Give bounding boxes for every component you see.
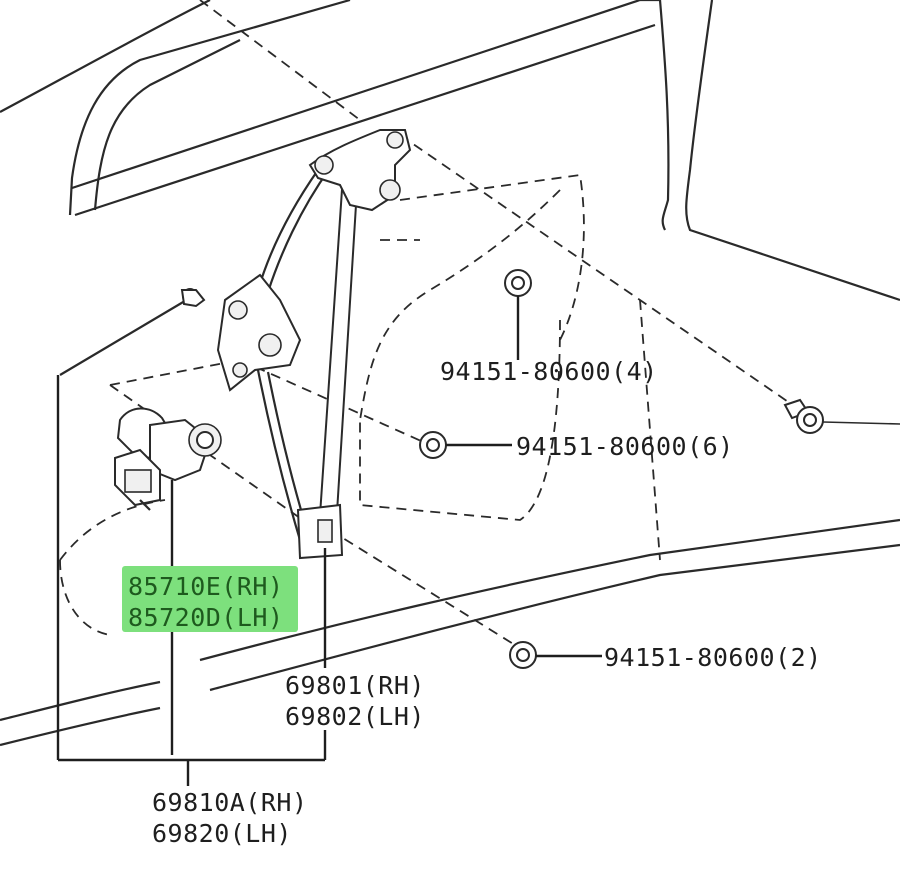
label-assembly-rh: 69810A(RH) xyxy=(152,788,308,817)
window-motor xyxy=(114,407,222,511)
door-panel-outline xyxy=(0,0,900,747)
bolt-mid xyxy=(419,431,512,459)
label-bolt-top: 94151-80600(4) xyxy=(440,357,658,386)
window-regulator xyxy=(216,129,412,560)
label-regulator-lh: 69802(LH) xyxy=(285,702,425,731)
label-bolt-bottom: 94151-80600(2) xyxy=(604,643,822,672)
label-motor-rh: 85710E(RH) xyxy=(128,572,284,601)
bolt-top xyxy=(504,269,532,360)
label-regulator-rh: 69801(RH) xyxy=(285,671,425,700)
bolt-right xyxy=(783,398,900,434)
motor-label-highlight xyxy=(122,566,298,632)
label-assembly-lh: 69820(LH) xyxy=(152,819,292,848)
dashed-guides xyxy=(59,0,801,646)
clip-icon xyxy=(59,288,206,376)
bolt-bottom xyxy=(509,641,602,669)
leader-lines xyxy=(56,375,327,786)
label-motor-lh: 85720D(LH) xyxy=(128,603,284,632)
label-bolt-mid: 94151-80600(6) xyxy=(516,432,734,461)
